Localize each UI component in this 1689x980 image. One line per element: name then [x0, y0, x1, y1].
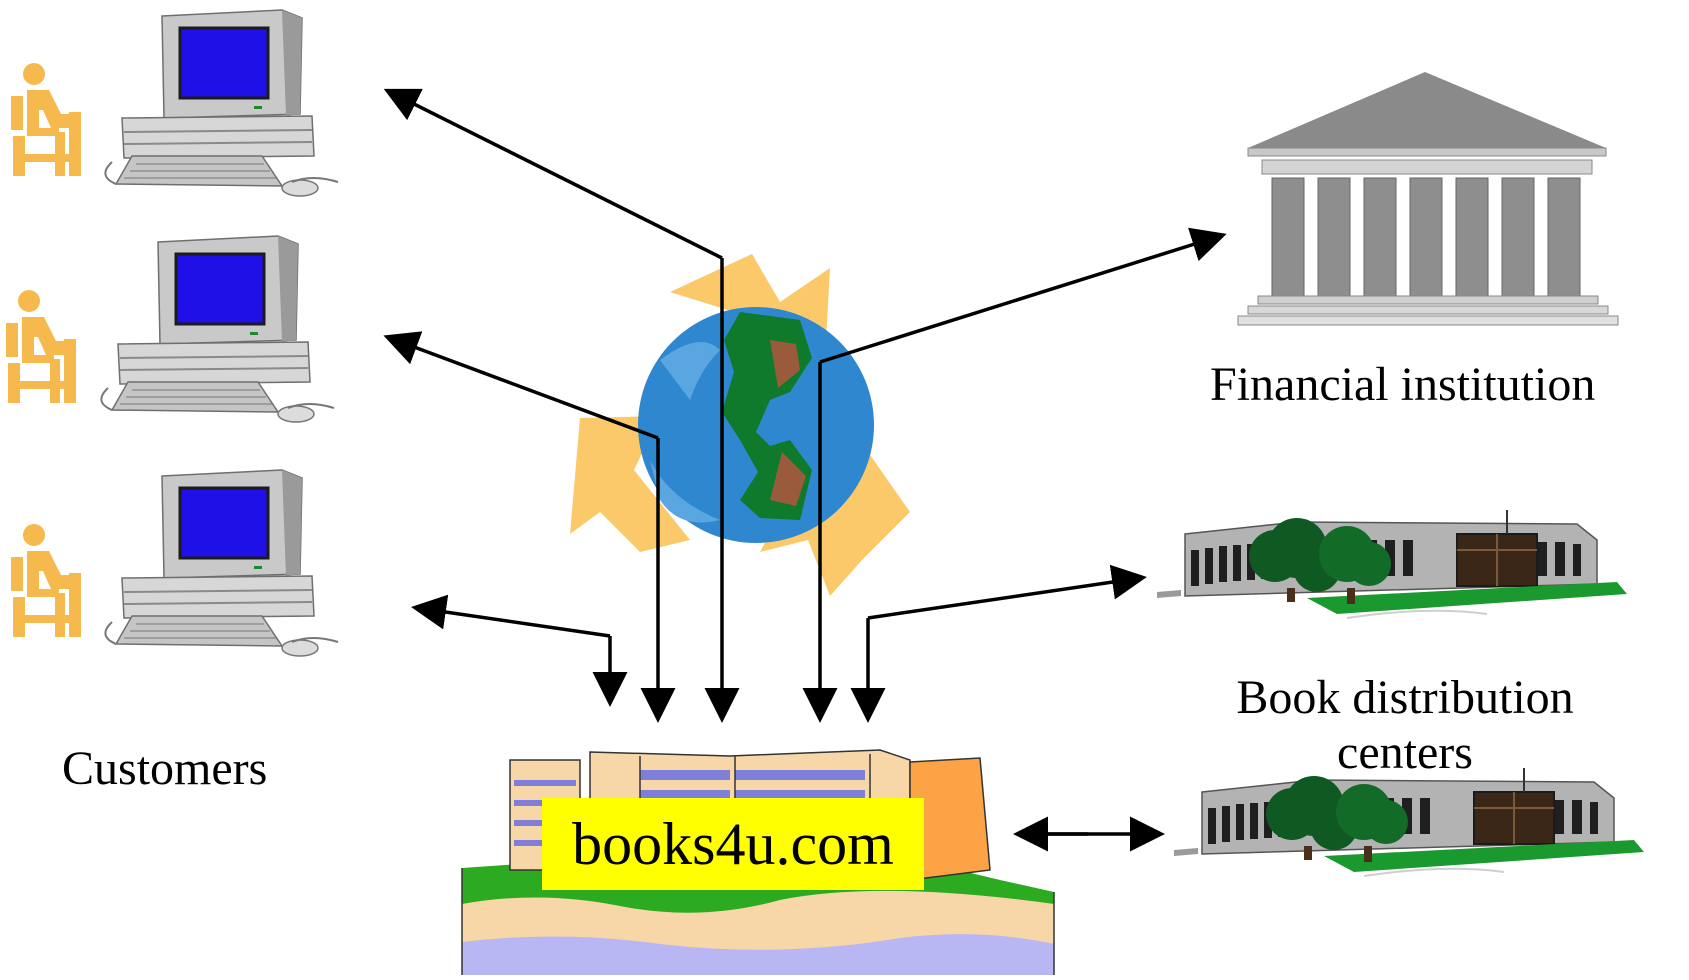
globe-icon	[638, 307, 874, 543]
company-name-label: books4u.com	[542, 798, 924, 890]
desktop-computer-icon	[103, 468, 340, 658]
customers-label: Customers	[62, 742, 268, 795]
person-seated-icon	[6, 290, 76, 403]
person-seated-icon	[11, 63, 81, 176]
customer-station-2	[6, 234, 336, 424]
desktop-computer-icon	[99, 234, 336, 424]
arrow-to-customer-3	[411, 594, 611, 638]
warehouse-building-icon	[1173, 767, 1645, 877]
arrow-to-distribution-center-1	[867, 564, 1147, 620]
arrow-to-financial-institution	[819, 227, 1227, 364]
arrow-to-customer-2	[383, 331, 659, 440]
financial-institution-label: Financial institution	[1210, 358, 1596, 411]
bank-building-icon	[1237, 72, 1619, 326]
customer-station-1	[11, 8, 340, 198]
person-seated-icon	[11, 524, 81, 637]
arrow-to-customer-1	[383, 88, 723, 260]
book-distribution-label: Book distribution centers	[1236, 671, 1574, 780]
customer-station-3	[11, 468, 340, 658]
warehouse-building-icon	[1156, 509, 1628, 619]
connection-arrows	[383, 88, 1227, 852]
desktop-computer-icon	[103, 8, 340, 198]
